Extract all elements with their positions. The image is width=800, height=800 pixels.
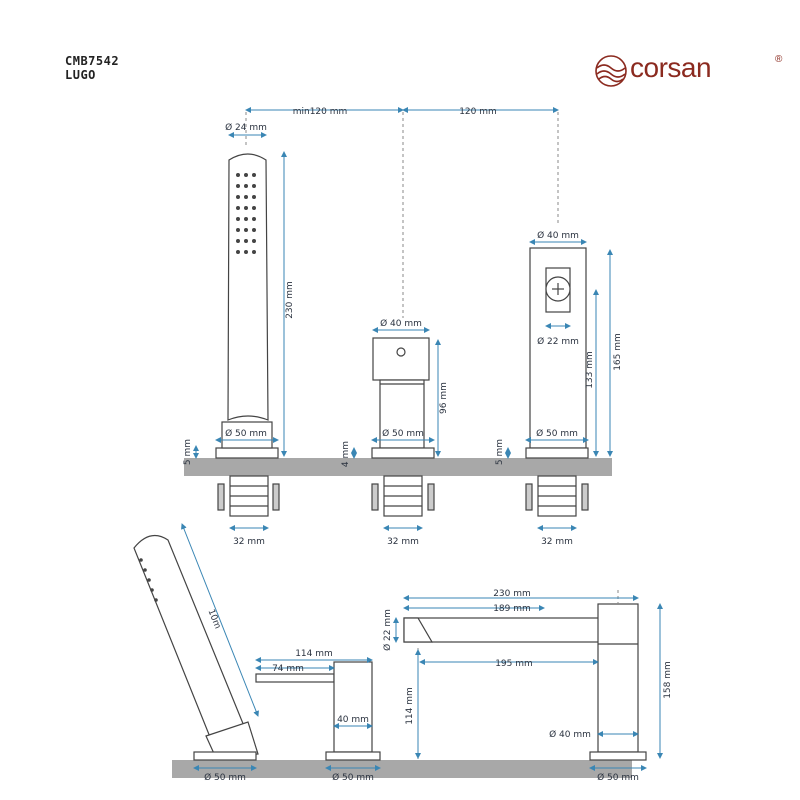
dim-spout-base: Ø 50 mm — [597, 772, 639, 783]
dim-spout-height: 114 mm — [405, 687, 415, 725]
dim-spout-total: 230 mm — [493, 589, 531, 599]
hand-shower-side — [133, 534, 259, 761]
model-name: LUGO — [65, 68, 96, 82]
dim-spacing: 120 mm — [459, 107, 497, 117]
brand-name: corsan — [630, 52, 712, 83]
hand-shower-side-nozzles — [139, 558, 158, 602]
dim-mixer-thread: 32 mm — [541, 537, 573, 547]
dim-spout-reach: 189 mm — [493, 604, 531, 614]
counter-top — [184, 458, 612, 476]
mixer-front — [525, 247, 589, 517]
dim-mixer-base: Ø 50 mm — [536, 428, 578, 439]
spout-side — [403, 603, 647, 761]
dim-hand-side-base: Ø 50 mm — [204, 772, 246, 783]
center-lines — [245, 112, 559, 318]
dim-hand-base: Ø 50 mm — [225, 428, 267, 439]
dim-mixer-handle: Ø 22 mm — [537, 336, 579, 347]
dim-spout-inner: 195 mm — [495, 659, 533, 669]
dim-lever-short: 74 mm — [272, 664, 304, 674]
dim-mixer-top: Ø 40 mm — [537, 230, 579, 241]
dim-mixer-total-height: 165 mm — [613, 333, 623, 371]
dim-diverter-gap: 4 mm — [341, 441, 351, 467]
dim-hand-thread: 32 mm — [233, 537, 265, 547]
dim-diverter-top: Ø 40 mm — [380, 318, 422, 329]
dim-diverter-base: Ø 50 mm — [382, 428, 424, 439]
dim-hand-length: 10m — [205, 608, 222, 631]
dim-spout-body: Ø 40 mm — [549, 729, 591, 740]
dim-mixer-gap: 5 mm — [495, 439, 505, 465]
dim-hand-gap: 5 mm — [183, 439, 193, 465]
dim-spout-dia: Ø 22 mm — [382, 609, 393, 651]
dim-lever-base: Ø 50 mm — [332, 772, 374, 783]
dimension-lines-side — [181, 523, 663, 771]
lever-mixer-side — [255, 661, 381, 761]
dim-spout-total-height: 158 mm — [663, 661, 673, 699]
hand-shower-nozzles — [236, 173, 256, 254]
dim-hand-height: 230 mm — [285, 281, 295, 319]
dimension-lines-top — [193, 107, 613, 531]
brand-registered-mark: ® — [775, 54, 783, 65]
diverter-front — [371, 337, 435, 517]
dim-hand-top-dia: Ø 24 mm — [225, 122, 267, 133]
dim-mixer-body-height: 133 mm — [585, 351, 595, 389]
dim-spacing-min: min120 mm — [293, 107, 348, 117]
dim-lever-body: 40 mm — [337, 715, 369, 725]
counter-side — [172, 760, 632, 778]
dim-lever-length: 114 mm — [295, 649, 333, 659]
dim-diverter-height: 96 mm — [439, 382, 449, 414]
product-code: CMB7542 — [65, 54, 120, 68]
dim-diverter-thread: 32 mm — [387, 537, 419, 547]
